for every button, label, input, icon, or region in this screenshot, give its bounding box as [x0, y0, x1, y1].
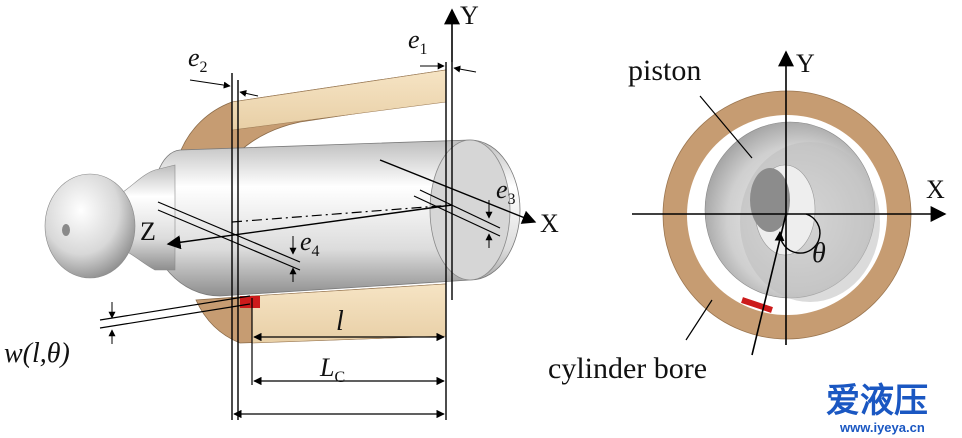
label-y-right: Y [796, 49, 815, 78]
ball-hole [62, 224, 70, 236]
label-cylinder-bore: cylinder bore [548, 352, 707, 385]
left-view: Y X Z e1 e2 e3 e4 l LC w(l,θ) [4, 1, 559, 420]
wear-mark-left [240, 296, 260, 308]
e3-line-b [413, 195, 501, 237]
label-e3: e3 [496, 175, 516, 208]
cylinder-bore-upper-face [231, 69, 447, 131]
z-axis-left [166, 204, 453, 250]
e4-line-b [157, 209, 301, 271]
e4-line-a [157, 201, 301, 263]
piston-bore-hole-inner [750, 168, 790, 232]
label-e2: e2 [188, 43, 208, 76]
label-piston: piston [628, 54, 701, 87]
e3-line-a [419, 189, 501, 229]
w-line-b [99, 303, 251, 329]
label-lc: LC [319, 353, 345, 386]
label-y-left: Y [460, 1, 479, 30]
label-e4: e4 [300, 227, 320, 260]
label-theta: θ [812, 238, 826, 269]
label-z-left: Z [140, 217, 156, 246]
x-axis-left [379, 159, 537, 224]
wear-mark-right [741, 297, 773, 313]
label-e1: e1 [408, 25, 428, 58]
cylinder-bore-lower-face [251, 283, 447, 344]
watermark-logo-text: 爱液压 [826, 381, 928, 421]
e2-arrow [189, 79, 231, 89]
theta-arc [774, 213, 821, 254]
watermark: 爱液压 www.iyeya.cn [826, 381, 928, 435]
e2-arrow-b [239, 89, 259, 97]
leader-piston [699, 95, 753, 159]
piston-ball [44, 173, 136, 279]
label-x-left: X [540, 209, 559, 238]
right-view: Y X θ piston cylinder bore [548, 49, 947, 385]
piston-end-face [429, 139, 511, 281]
centerline-left [231, 204, 453, 223]
label-w: w(l,θ) [4, 338, 70, 369]
label-x-right: X [926, 175, 945, 204]
label-l: l [336, 306, 344, 337]
e1-arrow-b [453, 65, 477, 73]
w-line-a [99, 295, 251, 321]
leader-bore [685, 299, 713, 341]
watermark-url: www.iyeya.cn [839, 420, 925, 435]
